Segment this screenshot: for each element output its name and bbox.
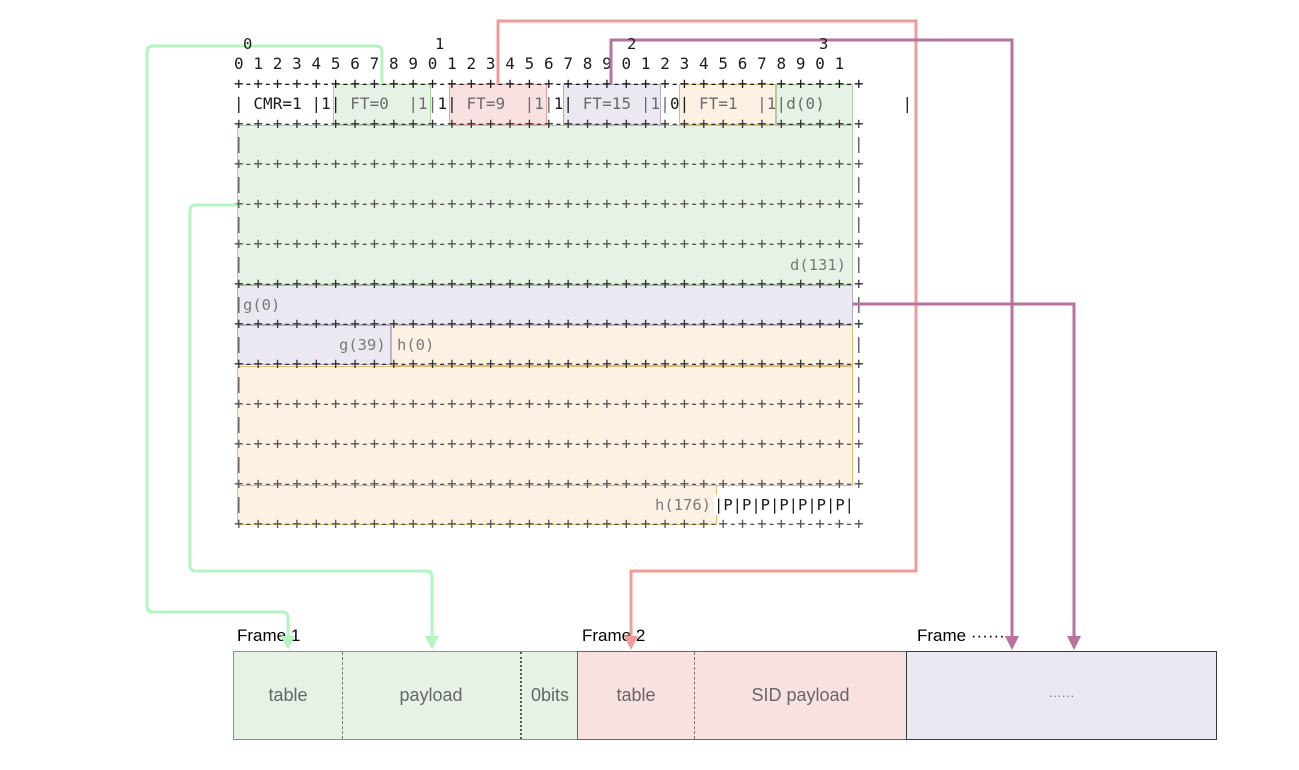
h0-label: h(0) (397, 336, 435, 354)
ft15-field (563, 84, 661, 125)
ruler-tens-1: 1 (435, 35, 445, 53)
frame1-payload-label: payload (399, 685, 463, 705)
grid-separator: +-+-+-+-+-+-+-+-+-+-+-+-+-+-+-+-+-+-+-+-… (234, 74, 864, 93)
ruler-tens-3: 3 (819, 35, 829, 53)
cmr-field: | CMR=1 |1| (234, 94, 341, 113)
connector-d-to-frame1-payload (188, 203, 434, 640)
arrowhead-frame1-payload (425, 636, 439, 650)
ft1-field (679, 84, 776, 125)
d0-label: d(0) (786, 94, 825, 113)
h-payload-block (237, 366, 853, 486)
ft9-label: FT=9 |1| (456, 94, 554, 113)
h176-label: h(176) (655, 496, 711, 514)
arrowhead-frame3-table (1005, 636, 1019, 650)
ft15-label: FT=15 |1| (573, 94, 670, 113)
ruler-tens-2: 2 (627, 35, 637, 53)
frame1-payload[interactable]: payload (342, 652, 522, 739)
frame1-zero-bits-label: 0bits (530, 685, 570, 705)
frame3-box[interactable]: ······ (906, 651, 1217, 740)
ruler-units: 0 1 2 3 4 5 6 7 8 9 0 1 2 3 4 5 6 7 8 9 … (234, 54, 845, 73)
frame1-zero-bits[interactable]: 0bits (522, 652, 578, 739)
f-bit-2: 1| (553, 94, 574, 113)
ruler-tens-0: 0 (243, 35, 253, 53)
arrowhead-frame1-table (281, 636, 295, 650)
h-payload-head (391, 325, 853, 366)
f-bit-1: 1| (437, 94, 457, 113)
g-payload-block (237, 285, 853, 325)
padding-bits: |P|P|P|P|P|P|P| (714, 495, 854, 515)
arrowhead-frame2-table (624, 636, 638, 650)
ft0-field (333, 84, 431, 125)
frame2-box[interactable]: table SID payload (577, 651, 907, 740)
frame2-table-label: table (616, 685, 656, 705)
d-field-start (776, 84, 853, 125)
ft0-label: FT=0 |1| (340, 94, 438, 113)
frame2-sid-payload-label: SID payload (751, 685, 850, 705)
arrowhead-frame3-payload (1067, 636, 1081, 650)
g39-label: g(39) (339, 336, 386, 354)
connector-ft9-to-frame2-table (496, 19, 918, 640)
frame1-table[interactable]: table (234, 652, 343, 739)
header-row: | CMR=1 |1| FT=0 |1|1| FT=9 |1|1| FT=15 … (234, 94, 913, 113)
frame1-table-label: table (268, 685, 308, 705)
bit-grid: 0 1 2 3 4 5 6 7 8 9 0 1 2 3 4 5 6 7 8 9 … (234, 54, 913, 533)
ft9-field (449, 84, 547, 125)
frame1-box[interactable]: table payload 0bits (233, 651, 578, 740)
grid-separator: +-+-+-+-+-+-+-+-+-+-+-+-+-+-+-+-+-+-+-+-… (234, 114, 864, 133)
f-bit-3: 0| (669, 94, 690, 113)
connector-ft15-to-frame3 (609, 38, 1014, 636)
d131-label: d(131) (790, 256, 846, 274)
frame3-title: Frame ······ (917, 626, 1005, 645)
d-payload-block (237, 125, 853, 285)
connector-ft0-to-frame1-table (145, 44, 384, 640)
g0-label: g(0) (243, 296, 281, 314)
frame2-sid-payload[interactable]: SID payload (694, 652, 907, 739)
g-payload-tail (237, 325, 391, 365)
frame2-table[interactable]: table (578, 652, 695, 739)
frame3-ellipsis: ······ (1048, 688, 1075, 703)
connector-g-to-frame3 (853, 302, 1076, 636)
ft1-label: FT=1 |1| (689, 94, 787, 113)
